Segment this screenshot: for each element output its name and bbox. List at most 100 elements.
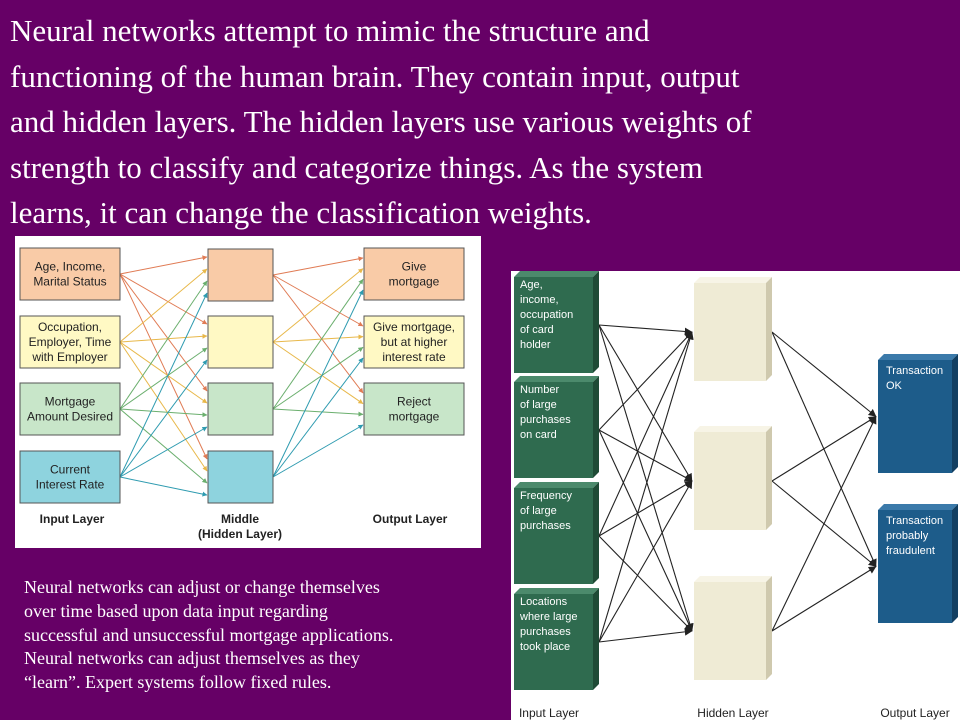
connection-line	[119, 268, 208, 343]
connection-line	[272, 289, 364, 478]
input-node-box	[19, 382, 121, 436]
connection-line	[272, 274, 364, 394]
input-node-top	[514, 376, 599, 382]
caption-line: Neural networks can adjust or change the…	[24, 577, 380, 597]
caption-line: over time based upon data input regardin…	[24, 600, 328, 621]
connection-line	[771, 416, 877, 632]
output-node-label: Give	[402, 260, 427, 274]
connection-line	[119, 273, 208, 325]
connection-line	[272, 278, 364, 410]
input-node-side	[593, 271, 599, 373]
slide-caption: Neural networks can adjust or change the…	[24, 576, 502, 695]
input-node-label: Mortgage	[45, 395, 96, 409]
output-node-top	[878, 504, 958, 510]
output-node-label: OK	[886, 380, 903, 392]
connection-line	[119, 255, 208, 275]
output-node-label: Reject	[397, 395, 432, 409]
input-node-label: Current	[50, 463, 91, 477]
input-node-label: Amount Desired	[27, 410, 113, 424]
hidden-node-top	[694, 277, 772, 283]
input-node-label: took place	[520, 641, 570, 653]
hidden-layer-label: Hidden Layer	[697, 706, 768, 720]
caption-line: successful and unsuccessful mortgage app…	[24, 624, 394, 645]
slide-title: Neural networks attempt to mimic the str…	[10, 8, 950, 236]
connection-line	[598, 535, 693, 632]
input-node-box	[19, 315, 121, 369]
input-node-label: with Employer	[31, 350, 107, 364]
connection-line	[771, 566, 877, 632]
connection-line	[119, 273, 208, 460]
connection-line	[771, 331, 877, 417]
connection-line	[272, 274, 364, 327]
hidden-node-top	[694, 426, 772, 432]
mortgage-diagram-canvas: Age, Income,Marital StatusOccupation,Emp…	[19, 247, 465, 541]
hidden-node-face	[694, 283, 766, 381]
hidden-node	[694, 576, 772, 680]
hidden-node	[207, 315, 274, 369]
input-node-label: purchases	[520, 520, 571, 532]
hidden-node-top	[694, 576, 772, 582]
output-node-box	[363, 382, 465, 436]
title-line: and hidden layers. The hidden layers use…	[10, 104, 752, 139]
output-node-label: mortgage	[389, 410, 440, 424]
output-node-label: mortgage	[389, 275, 440, 289]
input-node-side	[593, 376, 599, 478]
hidden-node-face	[694, 582, 766, 680]
connection-line	[272, 268, 364, 343]
connection-line	[598, 324, 694, 632]
input-node-box	[19, 247, 121, 301]
connection-line	[598, 429, 693, 482]
connection-line	[771, 416, 877, 482]
connection-line	[272, 334, 364, 343]
input-node-face	[514, 488, 593, 584]
connection-line	[598, 324, 693, 336]
output-node-top	[878, 354, 958, 360]
connection-line	[272, 256, 364, 276]
input-node-label: Age,	[520, 279, 543, 291]
input-node-label: Age, Income,	[35, 260, 106, 274]
connection-line	[119, 408, 208, 418]
connection-line	[598, 628, 693, 643]
connection-line	[272, 408, 364, 417]
input-node-label: where large	[519, 611, 577, 623]
output-node-box	[363, 315, 465, 369]
title-line: learns, it can change the classification…	[10, 195, 592, 230]
connection-line	[119, 359, 208, 478]
output-node-label: fraudulent	[886, 545, 935, 557]
connection-line	[598, 429, 693, 632]
input-node-label: of large	[520, 399, 557, 411]
input-node-label: of large	[520, 505, 557, 517]
hidden-layer-label: Middle	[221, 512, 259, 526]
output-layer-label: Output Layer	[373, 512, 448, 526]
input-node-label: Locations	[520, 596, 568, 608]
title-line: Neural networks attempt to mimic the str…	[10, 13, 650, 48]
hidden-node	[694, 277, 772, 381]
input-node: Age, Income,Marital Status	[19, 247, 121, 301]
connection-line	[598, 331, 693, 431]
input-node-top	[514, 588, 599, 594]
title-line: functioning of the human brain. They con…	[10, 58, 740, 94]
connection-line	[598, 331, 694, 643]
input-node-side	[593, 588, 599, 690]
connection-line	[119, 347, 208, 410]
input-node-label: on card	[520, 429, 557, 441]
connection-line	[598, 480, 693, 643]
connection-line	[119, 273, 208, 392]
hidden-node-face	[694, 432, 766, 530]
output-node-label: probably	[886, 530, 929, 542]
connection-line	[119, 476, 208, 497]
input-node-face	[514, 382, 593, 478]
input-node-face	[514, 277, 593, 373]
hidden-layer-label: (Hidden Layer)	[198, 527, 282, 541]
caption-line: Neural networks can adjust themselves as…	[24, 648, 360, 669]
caption-line: “learn”. Expert systems follow fixed rul…	[24, 672, 332, 693]
hidden-node	[207, 382, 274, 436]
